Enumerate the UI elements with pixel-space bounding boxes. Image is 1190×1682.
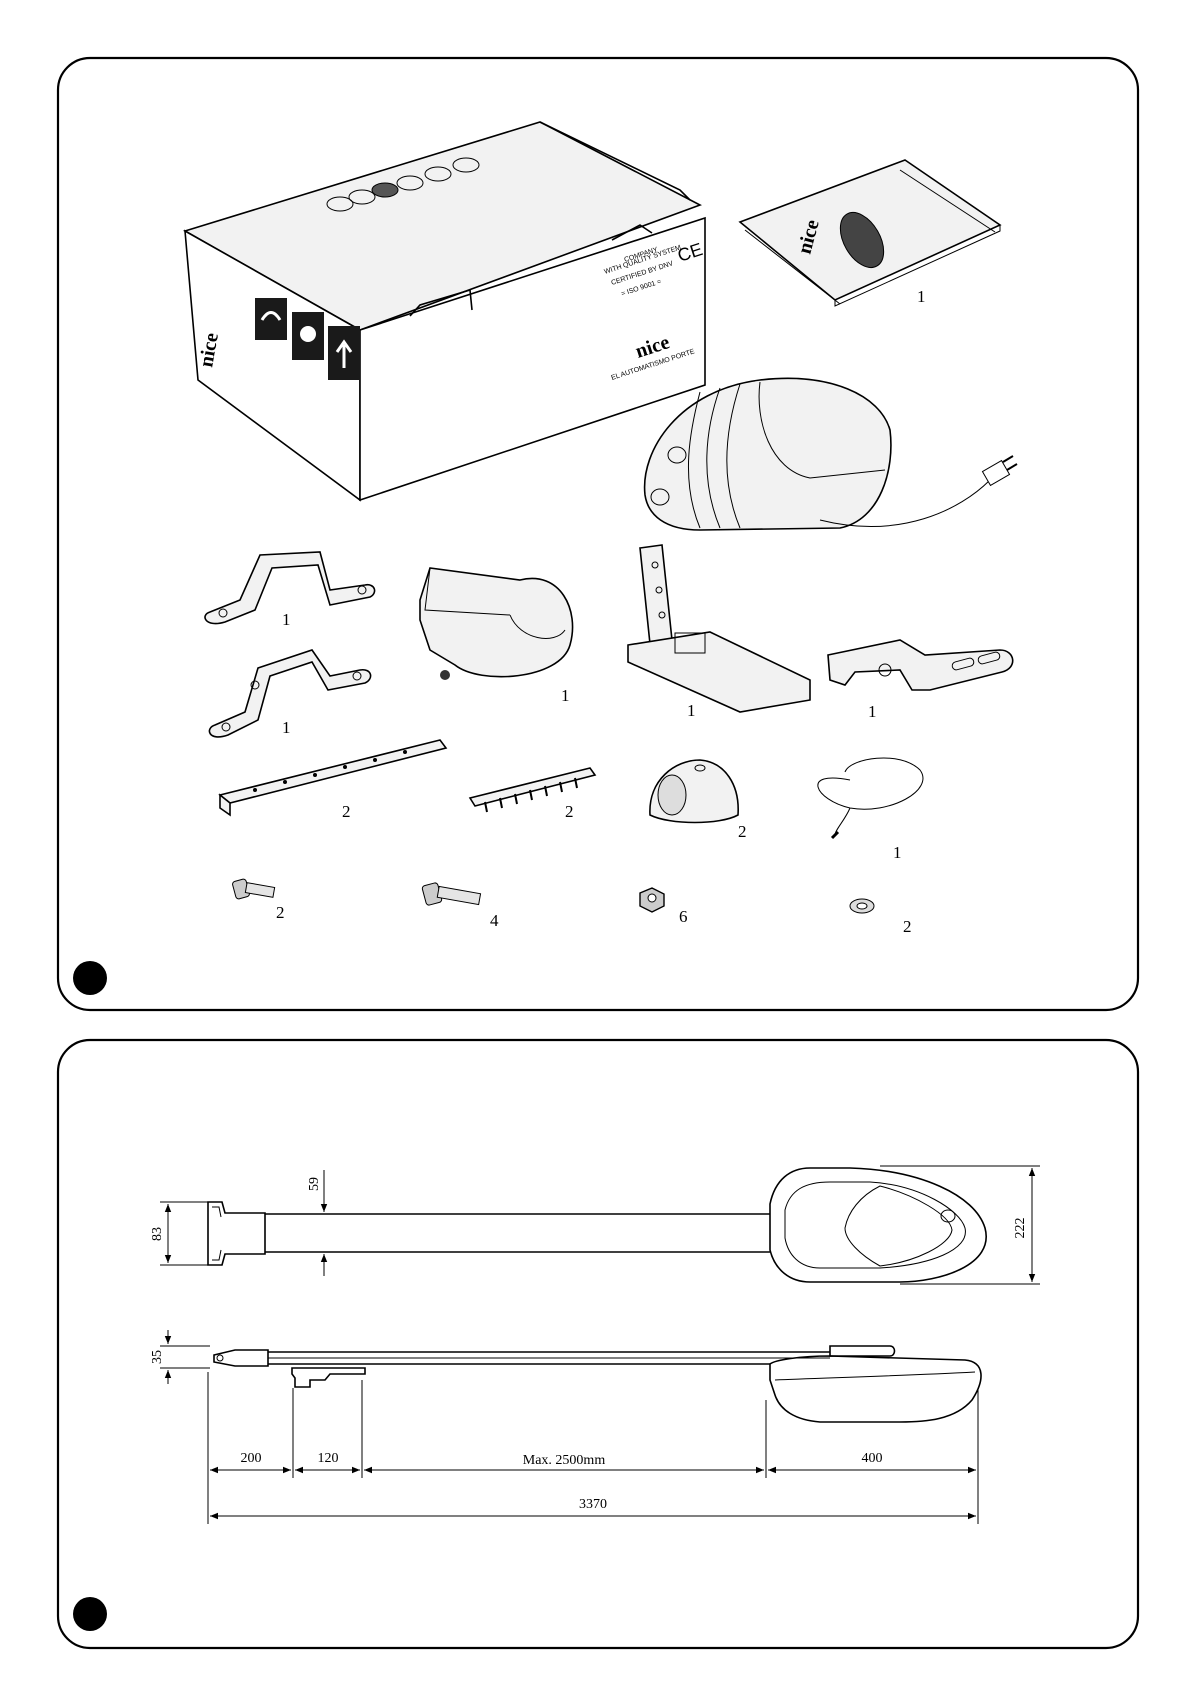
dimension-83 (160, 1202, 208, 1265)
qty-release: 1 (868, 702, 877, 721)
panel-2-marker (73, 1597, 107, 1631)
dim-400-label: 400 (862, 1451, 883, 1466)
qty-nut: 6 (679, 907, 688, 926)
nut-part (640, 888, 664, 912)
clip-part (470, 768, 595, 812)
side-view (214, 1346, 981, 1422)
top-view (208, 1168, 986, 1282)
qty-dome: 2 (738, 822, 747, 841)
instruction-manual: nice (740, 160, 1000, 306)
strap-part (220, 740, 446, 815)
cable-part (818, 758, 923, 838)
dim-59-label: 59 (307, 1177, 322, 1191)
carriage-part (628, 545, 810, 712)
qty-manual: 1 (917, 287, 926, 306)
qty-carriage: 1 (687, 701, 696, 720)
dim-222-label: 222 (1013, 1218, 1028, 1239)
motor-unit (645, 378, 1017, 530)
qty-bracket-a: 1 (282, 610, 291, 629)
cover-part (420, 568, 573, 680)
dimension-35 (160, 1330, 210, 1384)
washer-part (850, 899, 874, 913)
dim-200-label: 200 (241, 1451, 262, 1466)
packaging-box: nice nice EL AUTOMATISMO PORTE COMPANY W… (185, 122, 705, 500)
dim-3370-label: 3370 (579, 1497, 607, 1512)
qty-strap: 2 (342, 802, 351, 821)
release-part (828, 640, 1013, 690)
qty-clip: 2 (565, 802, 574, 821)
qty-washer: 2 (903, 917, 912, 936)
qty-bracket-b: 1 (282, 718, 291, 737)
screw-long (422, 882, 481, 905)
dome-part (650, 760, 738, 823)
dim-35-label: 35 (150, 1350, 165, 1364)
screw-short (232, 878, 275, 899)
qty-screw-long: 4 (490, 911, 499, 930)
qty-screw-short: 2 (276, 903, 285, 922)
qty-cable: 1 (893, 843, 902, 862)
dim-120-label: 120 (318, 1451, 339, 1466)
dim-83-label: 83 (150, 1227, 165, 1241)
panel-1-marker (73, 961, 107, 995)
qty-cover: 1 (561, 686, 570, 705)
dim-max-label: Max. 2500mm (523, 1453, 606, 1468)
panel-2-frame (58, 1040, 1138, 1648)
